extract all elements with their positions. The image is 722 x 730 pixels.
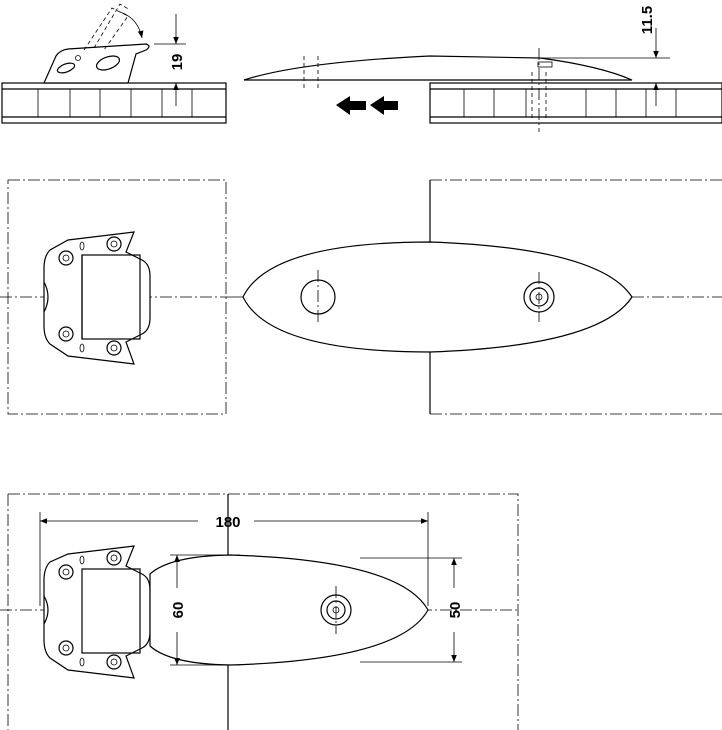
dimension-19-label: 19 <box>169 54 186 71</box>
hinge-side-profile <box>43 3 150 84</box>
left-panel-section <box>1 82 227 124</box>
dimension-11-5-label: 11.5 <box>639 6 656 34</box>
hinge-assembled <box>43 545 151 679</box>
plan-view-assembled: 180 60 50 <box>0 493 520 730</box>
dimension-50-label: 50 <box>447 602 464 619</box>
dimension-180: 180 <box>39 512 429 606</box>
plate-side-profile <box>243 55 633 88</box>
dimension-19: 19 <box>154 14 186 106</box>
dimension-11-5: 11.5 <box>540 6 670 106</box>
dimension-60-label: 60 <box>170 602 187 619</box>
plan-view-separated <box>0 179 722 415</box>
slide-left-arrows-icon <box>336 96 398 115</box>
dimension-60: 60 <box>170 554 240 666</box>
side-view: 19 <box>1 3 722 132</box>
plate-plan-view <box>242 241 633 353</box>
right-panel-section <box>429 48 722 132</box>
hinge-plan-view <box>43 231 151 365</box>
dimension-180-label: 180 <box>215 514 240 531</box>
dimension-50: 50 <box>360 557 464 663</box>
plate-assembled <box>149 554 429 666</box>
